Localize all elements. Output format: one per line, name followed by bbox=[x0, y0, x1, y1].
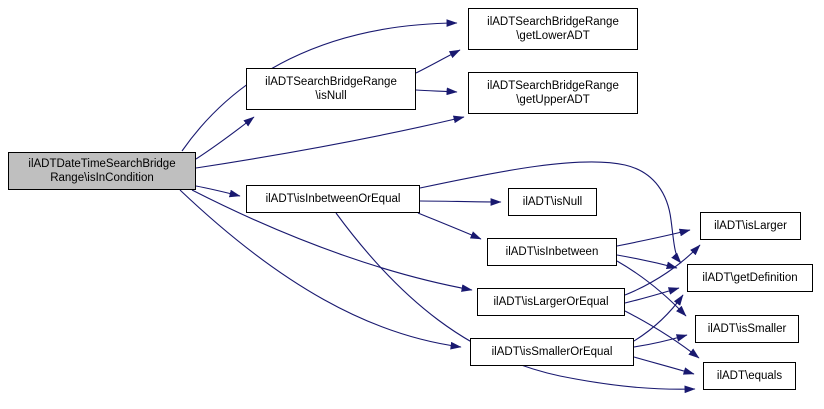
node-label-line1: ilADT\equals bbox=[716, 370, 783, 382]
edge-isInbetweenOrEqual-isInbetween bbox=[417, 212, 482, 240]
node-label-line1: ilADT\isSmaller bbox=[707, 323, 787, 335]
edge-isInCondition-getLowerADT bbox=[181, 19, 458, 152]
node-getLowerADT[interactable]: ilADTSearchBridgeRange \getLowerADT bbox=[468, 8, 638, 50]
node-label-line1: ilADTSearchBridgeRange bbox=[265, 76, 397, 88]
node-getUpperADT[interactable]: ilADTSearchBridgeRange \getUpperADT bbox=[468, 72, 638, 114]
node-isInbetweenOrEqual[interactable]: ilADT\isInbetweenOrEqual bbox=[246, 185, 420, 213]
node-label-line2: Range\isInCondition bbox=[50, 172, 154, 184]
node-label-line1: ilADT\isLarger bbox=[714, 220, 787, 232]
edge-isInCondition-bridge-isNull bbox=[195, 116, 255, 160]
edge-isSmallerOrEqual-isSmaller bbox=[633, 334, 688, 348]
node-adt-isNull[interactable]: ilADT\isNull bbox=[508, 188, 597, 216]
node-label-line1: ilADT\isInbetweenOrEqual bbox=[265, 193, 401, 205]
node-label-line1: ilADTSearchBridgeRange bbox=[487, 16, 619, 28]
node-label-line1: ilADT\isInbetween bbox=[505, 246, 599, 258]
node-label-line1: ilADT\isNull bbox=[522, 196, 583, 208]
node-label-line1: ilADT\isLargerOrEqual bbox=[493, 296, 609, 308]
node-isSmallerOrEqual[interactable]: ilADT\isSmallerOrEqual bbox=[470, 338, 634, 366]
edge-bridge-isNull-getUpperADT bbox=[415, 87, 458, 96]
edge-isInCondition-isLargerOrEqual bbox=[191, 189, 473, 292]
edge-isInbetweenOrEqual-getDefinition bbox=[419, 161, 682, 264]
node-label-line2: \getLowerADT bbox=[516, 30, 590, 42]
node-isInCondition[interactable]: ilADTDateTimeSearchBridge Range\isInCond… bbox=[8, 152, 196, 190]
edge-bridge-isNull-getLowerADT bbox=[415, 49, 461, 74]
edge-isLargerOrEqual-isLarger bbox=[624, 244, 701, 296]
node-equals[interactable]: ilADT\equals bbox=[703, 362, 796, 390]
edge-isInbetween-isSmaller bbox=[616, 260, 687, 317]
node-bridge-isNull[interactable]: ilADTSearchBridgeRange \isNull bbox=[246, 68, 416, 110]
node-label-line2: \isNull bbox=[315, 90, 347, 102]
node-label-line1: ilADTSearchBridgeRange bbox=[487, 80, 619, 92]
edge-isSmallerOrEqual-getDefinition bbox=[633, 294, 684, 342]
node-getDefinition[interactable]: ilADT\getDefinition bbox=[687, 264, 813, 292]
edge-isInbetweenOrEqual-adt-isNull bbox=[419, 198, 502, 206]
edge-isInbetween-isLarger bbox=[616, 228, 691, 247]
node-label-line2: \getUpperADT bbox=[516, 94, 590, 106]
node-label-line1: ilADT\getDefinition bbox=[702, 272, 798, 284]
edge-isInCondition-isSmallerOrEqual bbox=[179, 189, 462, 350]
node-isSmaller[interactable]: ilADT\isSmaller bbox=[695, 315, 799, 343]
node-isLarger[interactable]: ilADT\isLarger bbox=[700, 212, 801, 240]
edge-isLargerOrEqual-equals bbox=[624, 310, 700, 359]
edge-isLargerOrEqual-getDefinition bbox=[624, 287, 680, 304]
node-isInbetween[interactable]: ilADT\isInbetween bbox=[487, 238, 617, 266]
edge-isSmallerOrEqual-equals bbox=[633, 356, 695, 375]
edge-isInbetweenOrEqual-equals bbox=[335, 212, 696, 394]
edge-isInbetween-getDefinition bbox=[616, 254, 678, 270]
node-label-line1: ilADT\isSmallerOrEqual bbox=[491, 346, 613, 358]
edge-isInCondition-getUpperADT bbox=[195, 115, 465, 169]
node-isLargerOrEqual[interactable]: ilADT\isLargerOrEqual bbox=[477, 288, 625, 316]
node-label-line1: ilADTDateTimeSearchBridge bbox=[28, 158, 176, 170]
edge-isInCondition-isInbetweenOrEqual bbox=[195, 185, 241, 198]
